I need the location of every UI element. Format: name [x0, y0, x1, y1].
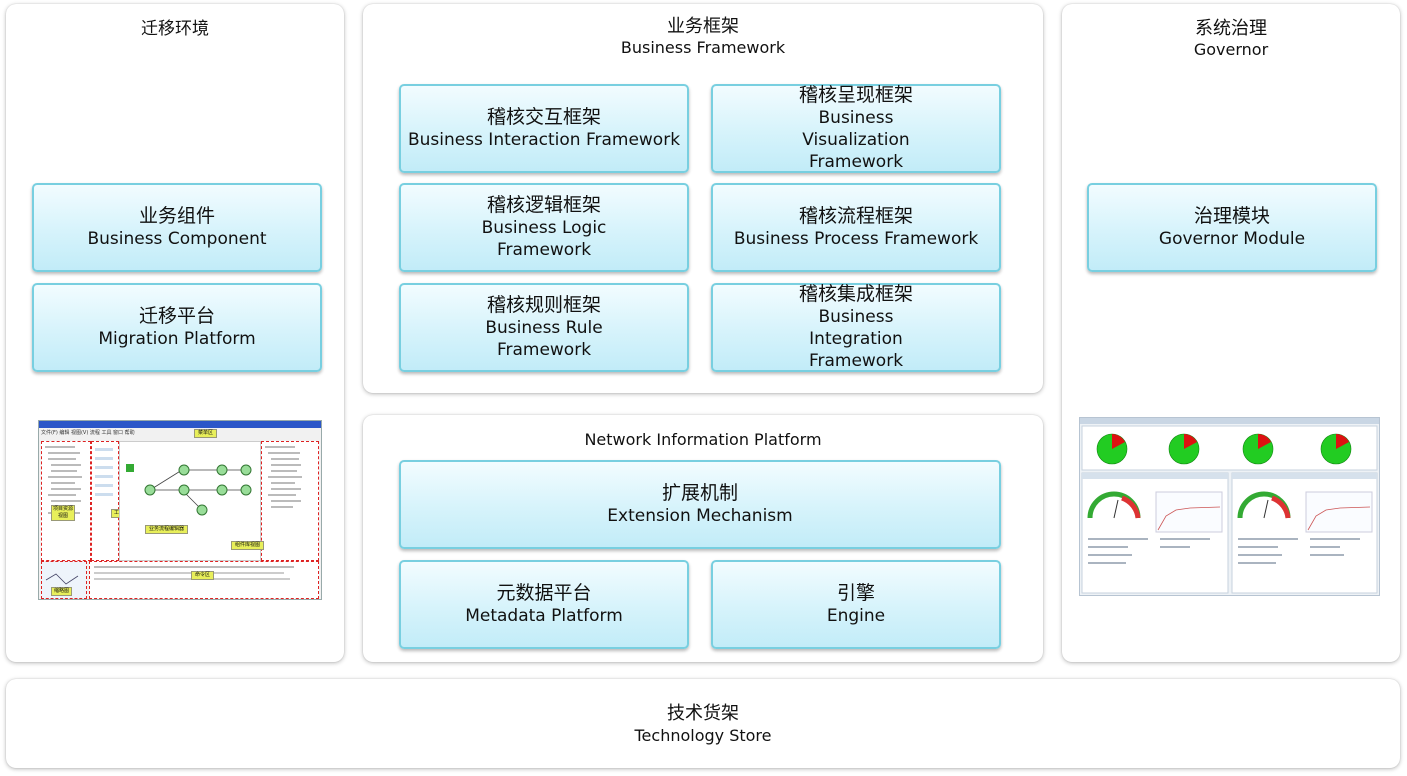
logic-framework-box[interactable]: 稽核逻辑框架 Business Logic Framework [399, 183, 689, 272]
integration-framework-zh: 稽核集成框架 [799, 283, 913, 306]
visualization-framework-zh: 稽核呈现框架 [799, 84, 913, 107]
extension-mechanism-en: Extension Mechanism [607, 505, 792, 527]
rule-framework-en: Business Rule Framework [481, 317, 607, 361]
rule-framework-box[interactable]: 稽核规则框架 Business Rule Framework [399, 283, 689, 372]
technology-store-en: Technology Store [635, 725, 772, 746]
interaction-framework-box[interactable]: 稽核交互框架 Business Interaction Framework [399, 84, 689, 173]
screenshot-canvas-callout: 业务流程编辑器 [145, 525, 188, 534]
extension-mechanism-box[interactable]: 扩展机制 Extension Mechanism [399, 460, 1001, 549]
process-framework-box[interactable]: 稽核流程框架 Business Process Framework [711, 183, 1001, 272]
governor-module-zh: 治理模块 [1194, 205, 1270, 228]
screenshot-component-tree [261, 441, 319, 561]
business-component-box[interactable]: 业务组件 Business Component [32, 183, 322, 272]
screenshot-top-callout: 菜单区 [194, 429, 217, 438]
dashboard-graphics [1080, 418, 1379, 595]
governor-module-box[interactable]: 治理模块 Governor Module [1087, 183, 1377, 272]
governor-title-zh: 系统治理 [1062, 18, 1400, 40]
screenshot-menubar: 文件(F) 编辑 视图(V) 流程 工具 窗口 帮助 [41, 428, 317, 438]
screenshot-right-callout: 组件库视图 [231, 541, 264, 550]
logic-framework-en: Business Logic Framework [481, 217, 607, 261]
metadata-platform-box[interactable]: 元数据平台 Metadata Platform [399, 560, 689, 649]
screenshot-left-callout: 项目资源视图 [51, 505, 75, 521]
business-framework-title-en: Business Framework [363, 38, 1043, 58]
visualization-framework-box[interactable]: 稽核呈现框架 Business Visualization Framework [711, 84, 1001, 173]
pie-chart-4 [1321, 434, 1351, 464]
governor-title-en: Governor [1062, 40, 1400, 60]
governor-module-en: Governor Module [1159, 228, 1305, 250]
technology-store-panel[interactable]: 技术货架 Technology Store [6, 679, 1400, 768]
engine-en: Engine [827, 605, 885, 627]
migration-tool-screenshot: 文件(F) 编辑 视图(V) 流程 工具 窗口 帮助 菜单区 项目资源视图 工具… [38, 420, 322, 600]
screenshot-project-tree [41, 441, 91, 561]
process-framework-en: Business Process Framework [734, 228, 978, 250]
screenshot-palette [91, 441, 119, 561]
pie-chart-3 [1243, 434, 1273, 464]
metadata-platform-zh: 元数据平台 [496, 582, 591, 605]
process-framework-zh: 稽核流程框架 [799, 205, 913, 228]
engine-zh: 引擎 [837, 582, 875, 605]
pie-chart-1 [1097, 434, 1127, 464]
screenshot-bottom-callout: 命令区 [191, 571, 214, 580]
integration-framework-en: Business Integration Framework [773, 306, 939, 372]
extension-mechanism-zh: 扩展机制 [662, 482, 738, 505]
metadata-platform-en: Metadata Platform [465, 605, 623, 627]
business-component-zh: 业务组件 [139, 205, 215, 228]
nip-title: Network Information Platform [363, 429, 1043, 451]
migration-platform-box[interactable]: 迁移平台 Migration Platform [32, 283, 322, 372]
screenshot-titlebar [39, 421, 321, 428]
integration-framework-box[interactable]: 稽核集成框架 Business Integration Framework [711, 283, 1001, 372]
governor-dashboard-screenshot [1079, 417, 1380, 596]
logic-framework-zh: 稽核逻辑框架 [487, 194, 601, 217]
visualization-framework-en: Business Visualization Framework [773, 107, 939, 173]
business-component-en: Business Component [87, 228, 266, 250]
interaction-framework-zh: 稽核交互框架 [487, 106, 601, 129]
technology-store-zh: 技术货架 [667, 702, 739, 725]
business-framework-title-zh: 业务框架 [363, 16, 1043, 38]
screenshot-mini-callout: 缩略图 [51, 587, 72, 596]
pie-chart-2 [1169, 434, 1199, 464]
interaction-framework-en: Business Interaction Framework [408, 129, 680, 151]
rule-framework-zh: 稽核规则框架 [487, 294, 601, 317]
migration-platform-zh: 迁移平台 [139, 305, 215, 328]
migration-title: 迁移环境 [6, 18, 344, 40]
screenshot-command-area [89, 561, 319, 599]
engine-box[interactable]: 引擎 Engine [711, 560, 1001, 649]
migration-platform-en: Migration Platform [98, 328, 255, 350]
